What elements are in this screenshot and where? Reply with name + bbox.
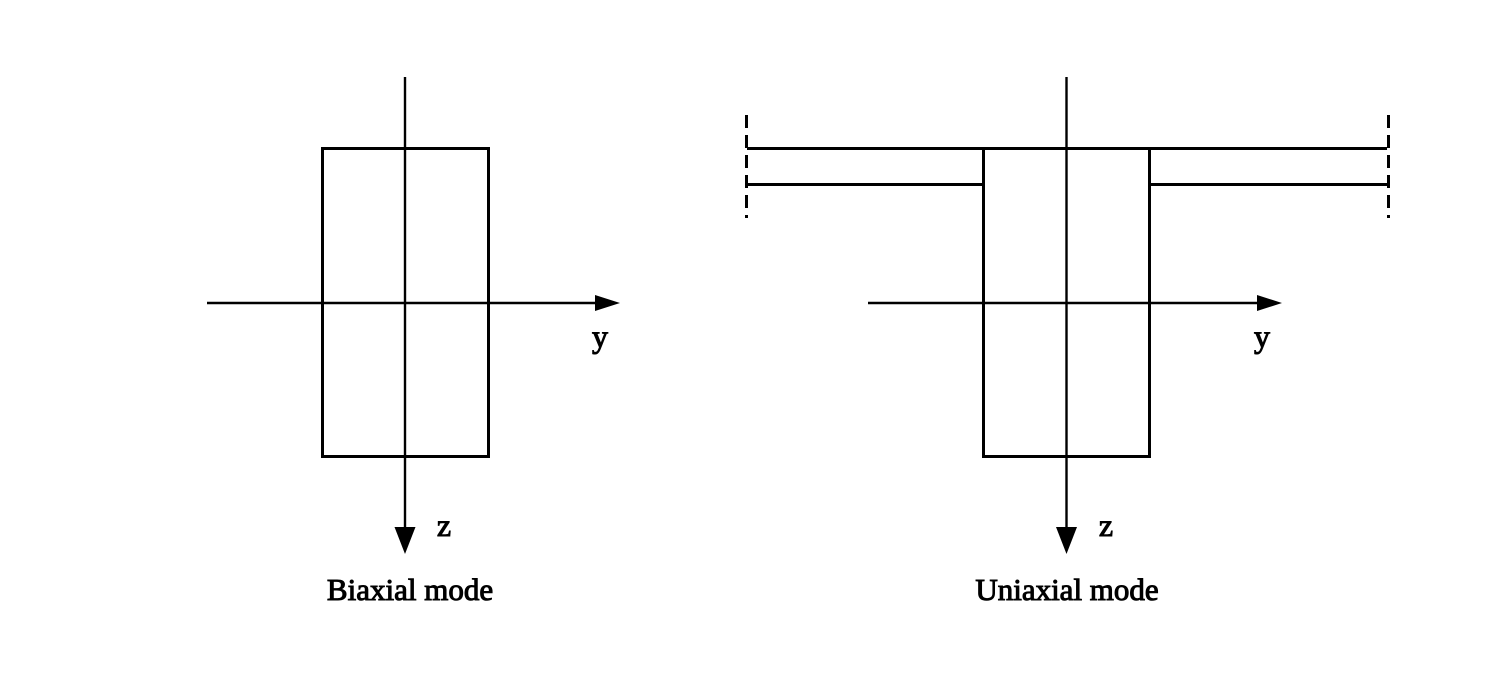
uniaxial-z-axis-label: z: [1099, 507, 1113, 543]
biaxial-y-axis-arrowhead-icon: [595, 295, 620, 311]
uniaxial-diagram: y z Uniaxial mode: [745, 77, 1390, 608]
biaxial-z-axis-arrowhead-icon: [394, 527, 416, 554]
biaxial-diagram: y z Biaxial mode: [207, 77, 620, 608]
biaxial-caption: Biaxial mode: [327, 572, 493, 607]
uniaxial-y-axis-label: y: [1254, 318, 1270, 354]
uniaxial-z-axis-arrowhead-icon: [1056, 527, 1077, 554]
biaxial-z-axis-label: z: [437, 507, 451, 543]
biaxial-y-axis-label: y: [592, 318, 608, 354]
uniaxial-y-axis-arrowhead-icon: [1257, 295, 1282, 311]
uniaxial-caption: Uniaxial mode: [975, 572, 1158, 607]
